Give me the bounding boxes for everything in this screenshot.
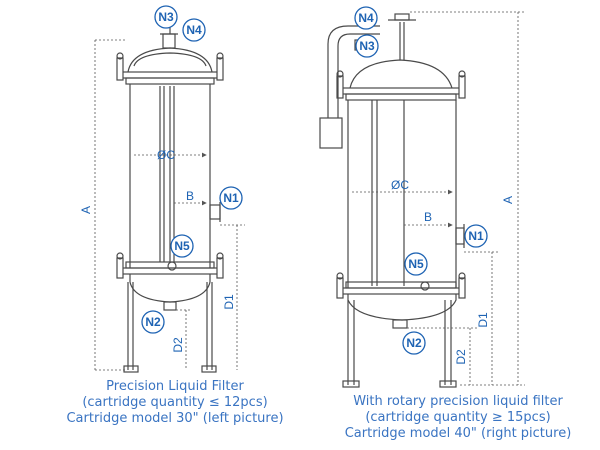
tag-n2-left: N2 (141, 310, 165, 334)
left-caption: Precision Liquid Filter (cartridge quant… (40, 379, 310, 427)
tag-n4-right: N4 (354, 6, 378, 30)
tag-n3-right-label: N3 (359, 39, 375, 53)
left-caption-line-1: Precision Liquid Filter (106, 379, 244, 394)
dim-b-left: B (186, 189, 194, 203)
dim-d1-right: D1 (476, 312, 490, 328)
tag-n1-right: N1 (464, 224, 488, 248)
dim-b-right: B (424, 210, 432, 224)
tag-n2-right-label: N2 (406, 336, 422, 350)
tag-n5-left: N5 (170, 234, 194, 258)
tag-n1-left: N1 (219, 186, 243, 210)
tag-n3-left: N3 (154, 5, 178, 29)
left-caption-line-2: (cartridge quantity ≤ 12pcs) (82, 395, 268, 410)
tag-n1-left-label: N1 (223, 191, 239, 205)
tag-n3-right: N3 (355, 34, 379, 58)
tag-n1-right-label: N1 (468, 229, 484, 243)
tag-n4-left-label: N4 (186, 23, 202, 37)
tag-n5-left-label: N5 (174, 239, 190, 253)
tag-n3-left-label: N3 (158, 10, 174, 24)
right-dimensions (352, 11, 525, 386)
dim-c-left: ØC (157, 148, 175, 162)
left-caption-line-3: Cartridge model 30" (left picture) (66, 411, 284, 426)
left-dimensions (94, 39, 245, 371)
tag-n2-left-label: N2 (145, 315, 161, 329)
right-caption-line-2: (cartridge quantity ≥ 15pcs) (365, 410, 551, 425)
dim-a-right: A (501, 196, 515, 204)
dim-d2-left: D2 (171, 337, 185, 353)
dim-d2-right: D2 (454, 349, 468, 365)
tag-n4-right-label: N4 (358, 11, 374, 25)
tag-n4-left: N4 (182, 18, 206, 42)
dim-a-left: A (79, 206, 93, 214)
dim-c-right: ØC (391, 178, 409, 192)
tag-n5-right: N5 (404, 252, 428, 276)
tag-n5-right-label: N5 (408, 257, 424, 271)
tag-n2-right: N2 (402, 331, 426, 355)
right-caption: With rotary precision liquid filter (car… (318, 394, 598, 442)
left-filter (116, 24, 224, 373)
dim-d1-left: D1 (222, 294, 236, 310)
right-caption-line-1: With rotary precision liquid filter (353, 394, 563, 409)
right-caption-line-3: Cartridge model 40" (right picture) (344, 426, 572, 441)
right-filter (319, 13, 466, 388)
